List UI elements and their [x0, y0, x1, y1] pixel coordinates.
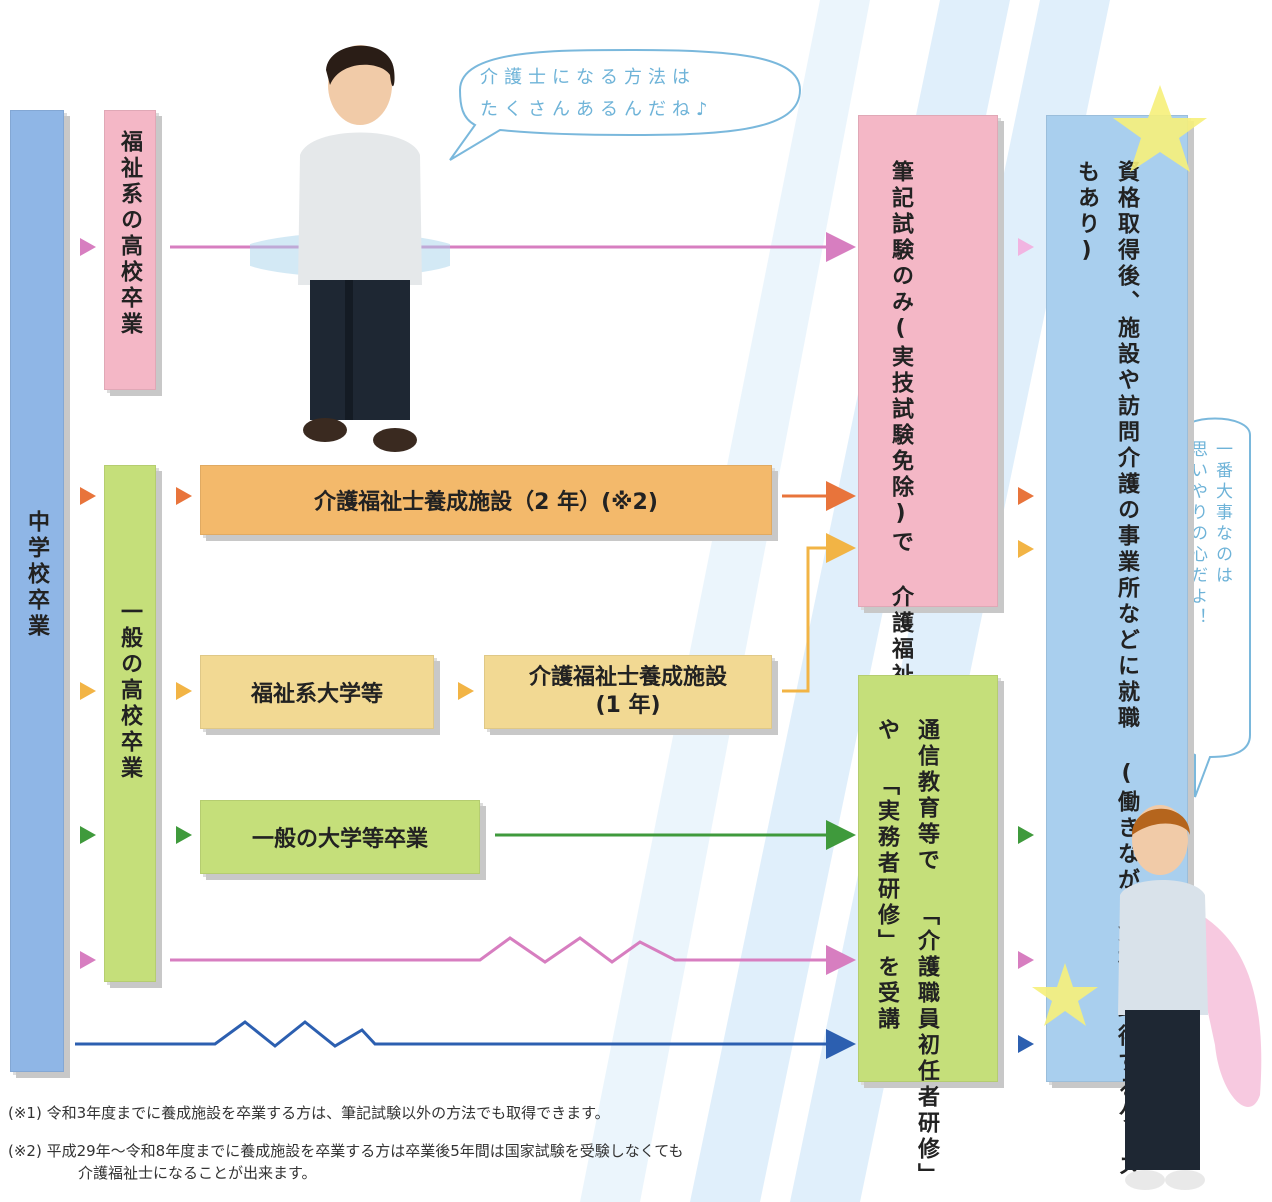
entry-triangles [80, 238, 1034, 1053]
speech-bubble-right-text: 一番大事なのは 思いやりの心だよ！ [1185, 440, 1235, 740]
box-correspondence [858, 675, 998, 1082]
star-icon-bottom [1032, 963, 1098, 1026]
box-general-high [104, 465, 156, 982]
speech-bubble-left [449, 48, 802, 161]
bubble-right-line-2: 思いやりの心だよ！ [1187, 440, 1207, 629]
label-training-1yr-line2: (1 年) [595, 693, 661, 718]
male-student-illustration [250, 45, 450, 452]
label-welfare-high: 福祉系の高校卒業 [117, 130, 142, 338]
written-exam-line1: 筆記試験のみ(実技試験免除)で [888, 160, 913, 556]
label-general-high: 一般の高校卒業 [117, 600, 142, 782]
label-welfare-univ: 福祉系大学等 [250, 682, 383, 707]
box-welfare-high [104, 110, 156, 390]
bubble-right-line-1: 一番大事なのは [1212, 440, 1232, 587]
correspondence-line3: 「実務者研修」を受講 [874, 773, 899, 1033]
box-general-univ: 一般の大学等卒業 [200, 800, 480, 874]
star-icon-top [1113, 85, 1207, 172]
correspondence-line1: 通信教育等で [914, 718, 939, 874]
label-correspondence: 通信教育等で 「介護職員初任者研修」や 「実務者研修」を受講 [866, 718, 946, 1202]
label-training-2yr: 介護福祉士養成施設（2 年）(※2) [314, 490, 658, 515]
box-written-exam [858, 115, 998, 607]
box-welfare-univ: 福祉系大学等 [200, 655, 434, 729]
label-training-1yr-line1: 介護福祉士養成施設 [528, 665, 727, 690]
box-junior-high [10, 110, 64, 1072]
box-training-1yr: 介護福祉士養成施設 (1 年) [484, 655, 772, 729]
bubble-left-line-2: たくさんあるんだね♪ [480, 99, 714, 120]
bubble-left-line-1: 介護士になる方法は [480, 67, 696, 88]
female-caregiver-illustration [1118, 805, 1262, 1190]
footnote-2-line2: 介護福祉士になることが出来ます。 [78, 1164, 317, 1182]
employment-line1: 資格取得後、施設や訪問介護の事業所などに就職 [1114, 160, 1139, 732]
correspondence-line2: 「介護職員初任者研修」や [874, 718, 939, 1189]
box-training-2yr: 介護福祉士養成施設（2 年）(※2) [200, 465, 772, 535]
speech-bubble-left-text: 介護士になる方法は たくさんあるんだね♪ [480, 62, 780, 126]
label-general-univ: 一般の大学等卒業 [251, 827, 428, 852]
footnote-1: (※1) 令和3年度までに養成施設を卒業する方は、筆記試験以外の方法でも取得でき… [8, 1104, 610, 1122]
label-junior-high: 中学校卒業 [24, 510, 49, 640]
footnote-2-line1: (※2) 平成29年〜令和8年度までに養成施設を卒業する方は卒業後5年間は国家試… [8, 1142, 684, 1160]
